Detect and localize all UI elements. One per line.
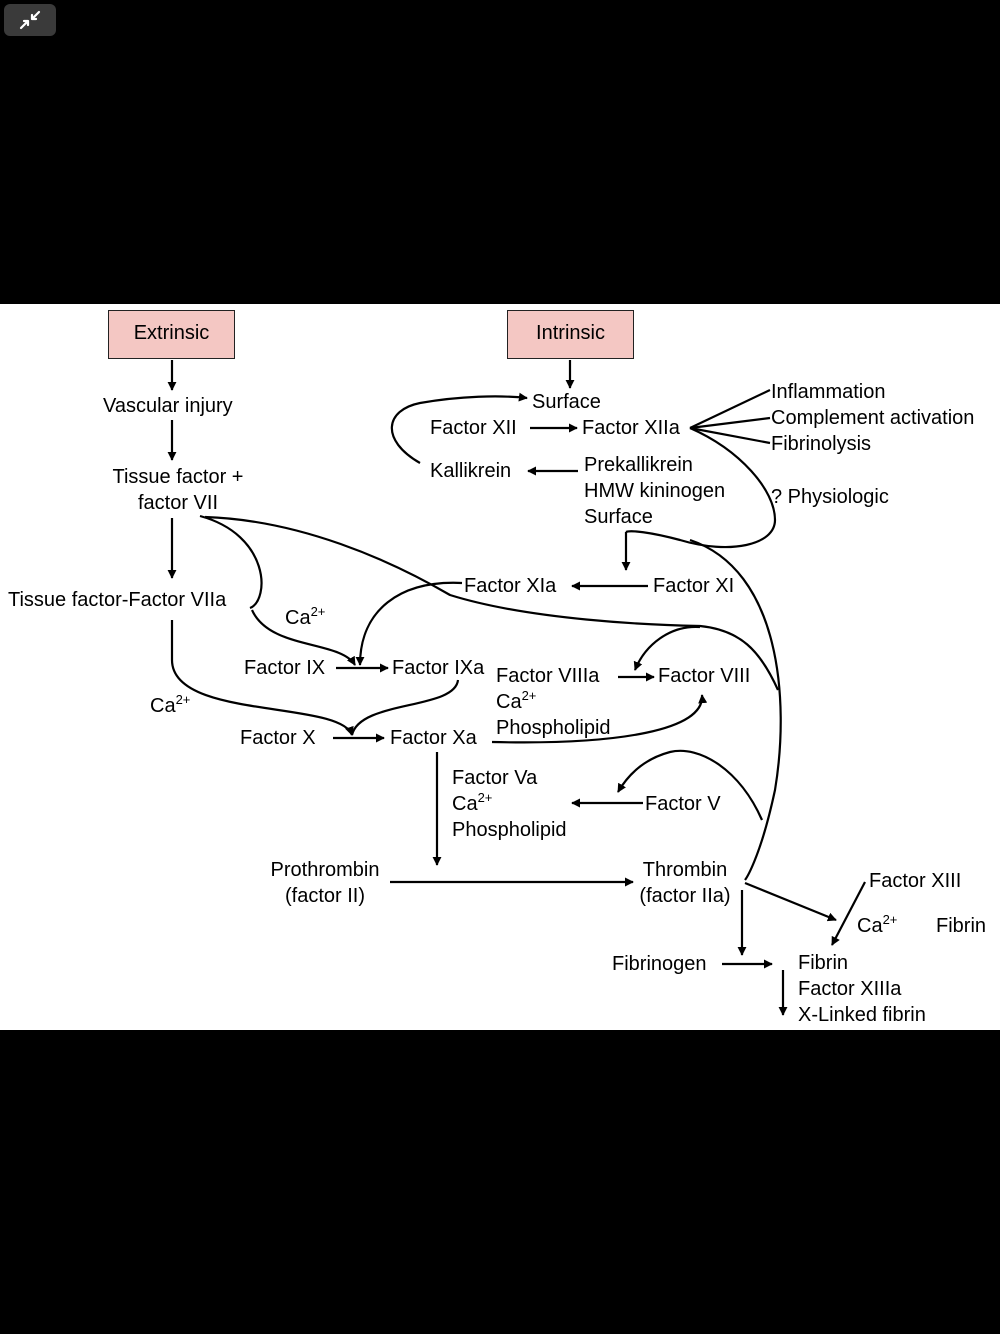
xlinked-fibrin-label: X-Linked fibrin [798,1004,926,1026]
arrow-thrombin-to-xiii [744,881,837,922]
exit-fullscreen-button[interactable] [4,4,56,36]
factor-xiia-label: Factor XIIa [582,417,680,439]
hmw-kininogen-label: HMW kininogen [584,480,726,502]
connector-lines [167,360,866,1016]
fibrinogen-label: Fibrinogen [612,953,707,975]
coagulation-diagram: Extrinsic Intrinsic Vascular injury Tiss… [0,304,1000,1030]
thrombin-line2: (factor IIa) [639,885,731,907]
surface-2-label: Surface [584,506,653,528]
line-xiia-fibrinolysis [689,426,771,445]
calcium-label-1: Ca2+ [285,604,326,629]
arc-tf-to-viii [204,515,780,691]
arc-tf-loop [199,514,263,610]
kallikrein-label: Kallikrein [430,460,512,482]
tissue-factor-line1: Tissue factor + [112,466,244,488]
calcium-label-3: Ca2+ [150,692,191,717]
factor-ixa-label: Factor IXa [392,657,485,679]
phospholipid-label-2: Phospholipid [452,819,567,841]
arrow-thrombin-to-viii [633,625,701,671]
line-long-to-thrombin [689,538,782,881]
vascular-injury-label: Vascular injury [103,395,233,417]
line-xiia-inflammation [689,389,771,429]
fibrinolysis-label: Fibrinolysis [771,433,872,455]
calcium-label-2: Ca2+ [496,688,537,713]
arrow-ixa-to-xa [350,679,460,736]
physiologic-label: ? Physiologic [771,486,889,508]
arrow-tfviia-to-ixa [250,609,356,666]
fibrin-label: Fibrin [798,952,849,974]
arrow-xa-to-viii [491,694,708,744]
thrombin-line1: Thrombin [642,859,728,881]
factor-xi-label: Factor XI [653,575,735,597]
factor-xa-label: Factor Xa [390,727,477,749]
prekallikrein-label: Prekallikrein [584,454,693,476]
tf-viia-label: Tissue factor-Factor VIIa [8,589,227,611]
phospholipid-label-1: Phospholipid [496,717,611,739]
line-xiia-physiologic [625,426,777,549]
factor-xiiia-label: Factor XIIIa [798,978,902,1000]
fibrin-right-label: Fibrin [936,915,987,937]
prothrombin-line1: Prothrombin [270,859,380,881]
complement-label: Complement activation [771,407,975,429]
factor-viii-label: Factor VIII [658,665,751,687]
factor-xia-label: Factor XIa [464,575,557,597]
arrow-xia-to-ixa [355,581,463,666]
arrow-xiii-to-fibrin [831,881,866,946]
line-xiia-complement [689,416,771,430]
arc-thrombin-to-v [617,749,764,821]
prothrombin-line2: (factor II) [284,885,365,907]
shrink-arrows-icon [19,10,41,30]
calcium-label-5: Ca2+ [857,912,898,937]
tissue-factor-line2: factor VII [137,492,219,514]
arrow-kallikrein-loop-to-surface [390,392,528,464]
factor-xii-label: Factor XII [430,417,517,439]
intrinsic-box: Intrinsic [507,310,634,359]
arrow-tfviia-to-xa [170,620,354,736]
calcium-label-4: Ca2+ [452,790,493,815]
factor-xiii-label: Factor XIII [869,870,962,892]
extrinsic-box: Extrinsic [108,310,235,359]
factor-ix-label: Factor IX [244,657,326,679]
factor-va-label: Factor Va [452,767,538,789]
factor-v-label: Factor V [645,793,721,815]
inflammation-label: Inflammation [771,381,886,403]
surface-label: Surface [532,391,601,413]
factor-viiia-label: Factor VIIIa [496,665,600,687]
factor-x-label: Factor X [240,727,316,749]
